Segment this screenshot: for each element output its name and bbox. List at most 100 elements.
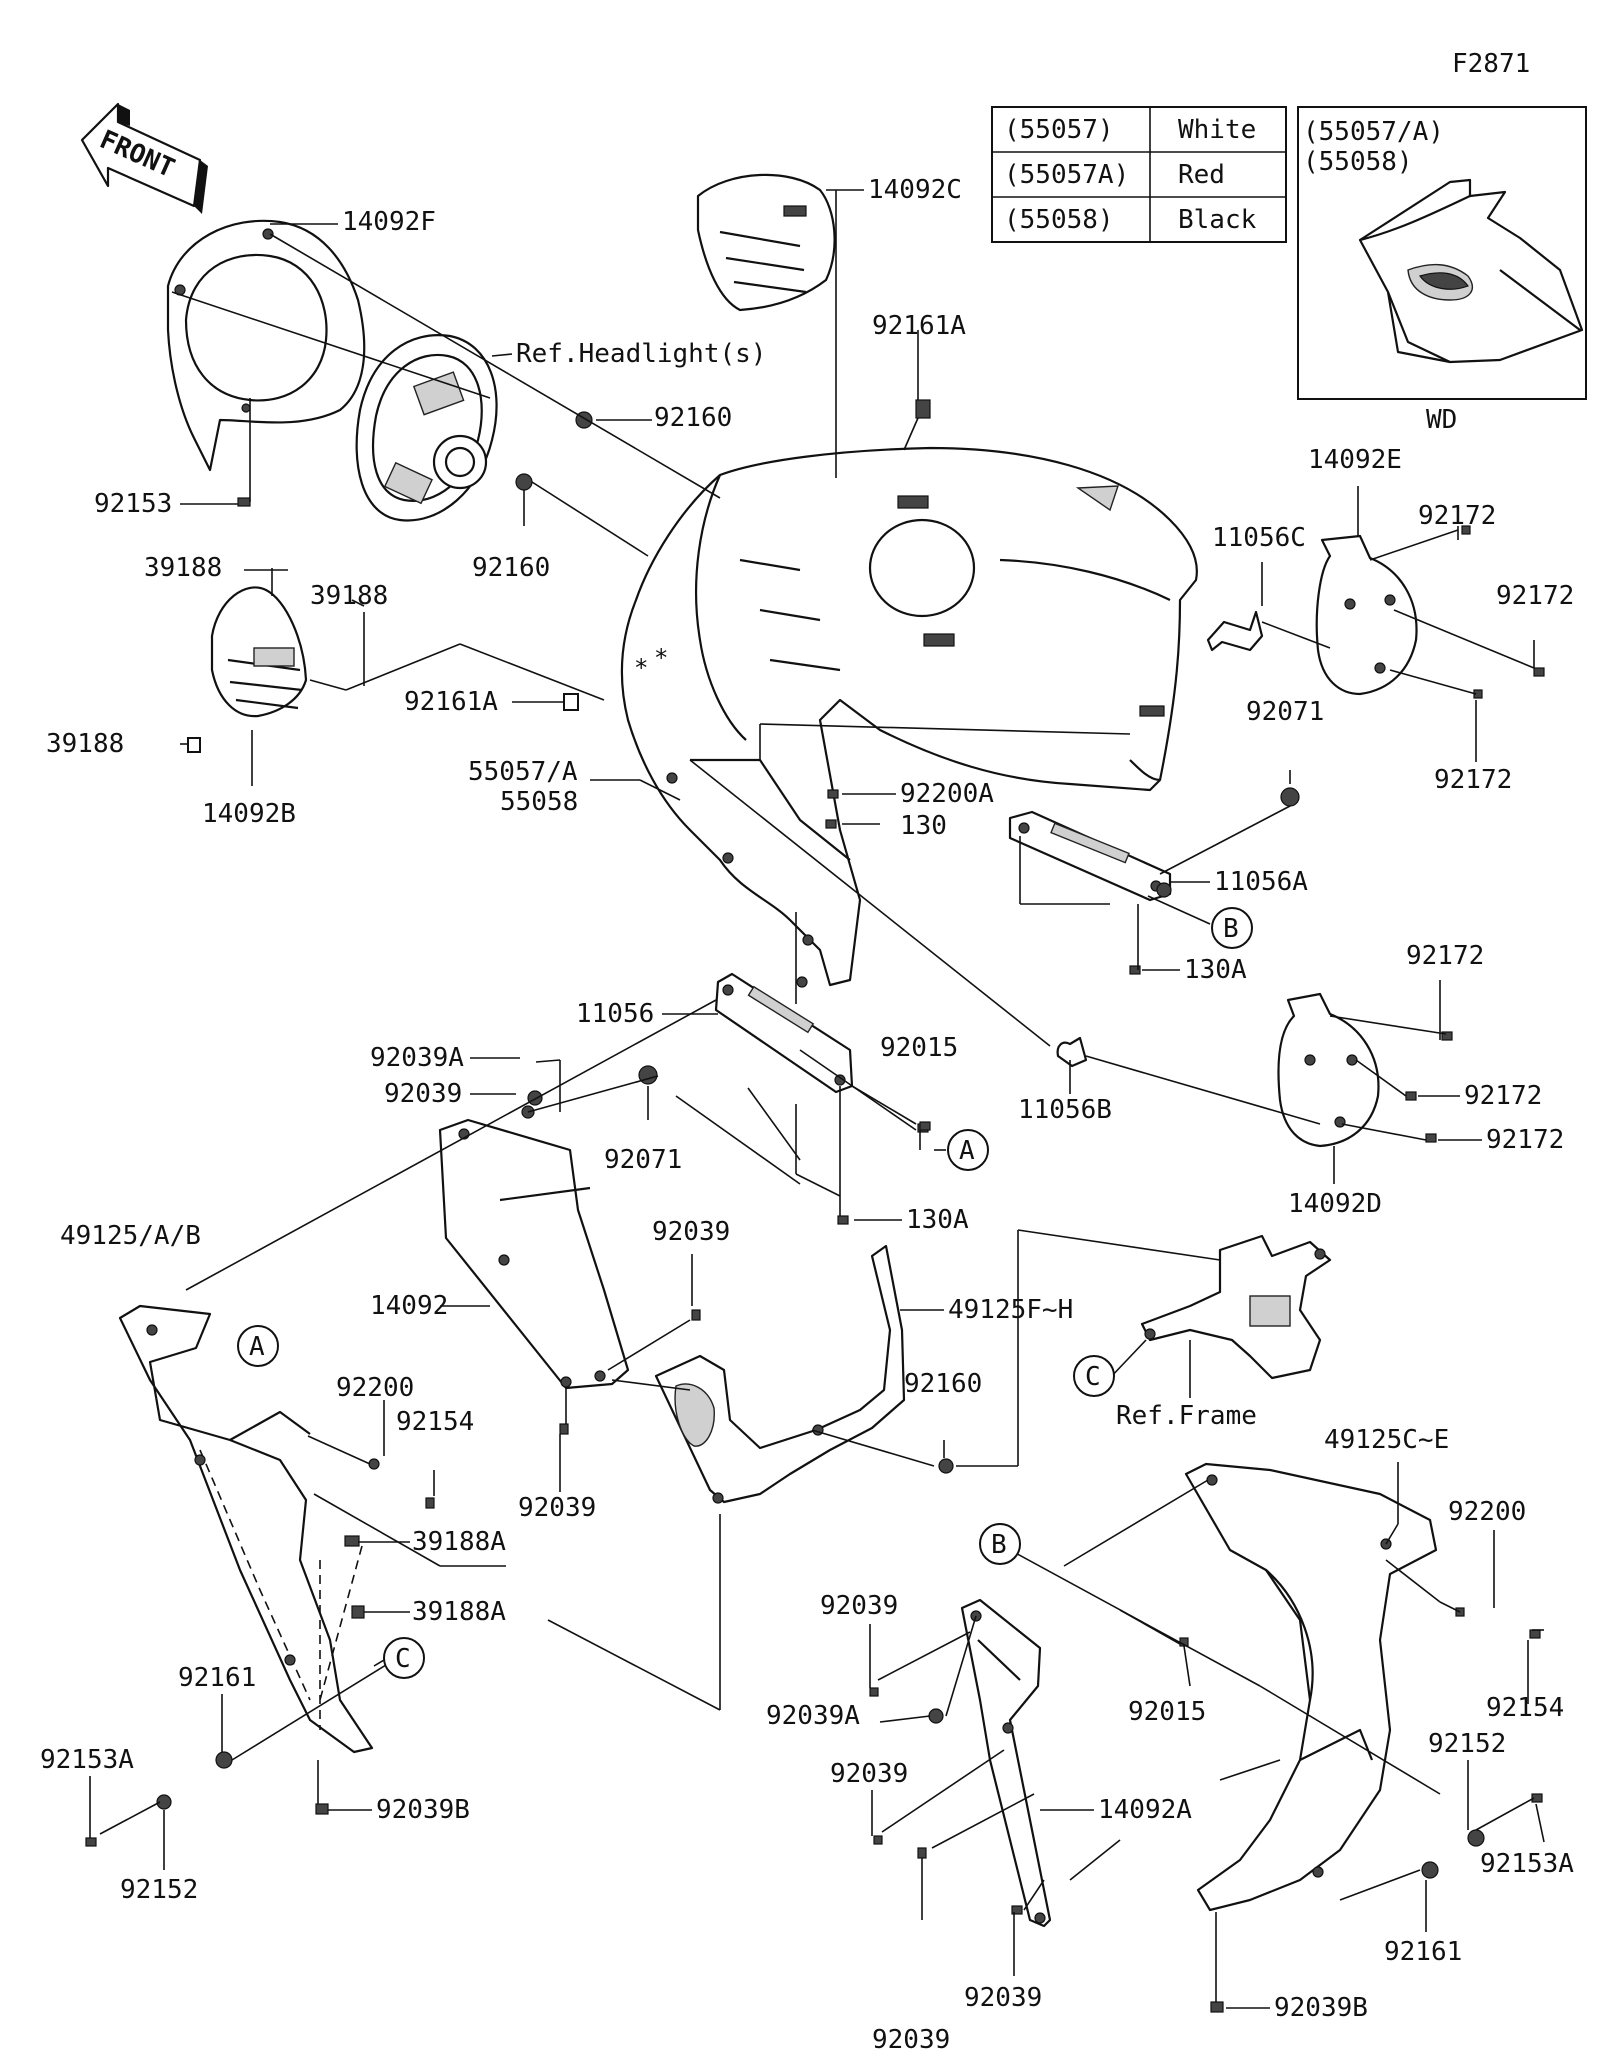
callout-14092E: 14092E: [1308, 445, 1402, 475]
part-11056A-illustration: [1008, 810, 1172, 902]
callout-92172-a: 92172: [1418, 501, 1496, 531]
svg-text:*: *: [654, 644, 668, 672]
callout-55057A: 55057/A: [468, 757, 578, 787]
part-14092-illustration: [438, 1118, 630, 1390]
callout-92039A-b: 92039A: [766, 1701, 860, 1731]
variant-code-2: (55058): [1303, 147, 1413, 177]
part-14092B-illustration: [210, 586, 308, 718]
svg-text:C: C: [1085, 1362, 1101, 1392]
callout-92153A-a: 92153A: [40, 1745, 134, 1775]
callout-14092A: 14092A: [1098, 1795, 1192, 1825]
callout-55058: 55058: [500, 787, 578, 817]
callout-92200A: 92200A: [900, 779, 994, 809]
variant-part-illustration: [1358, 178, 1584, 364]
part-14092E-illustration: [1315, 534, 1418, 696]
callout-92172-b: 92172: [1496, 581, 1574, 611]
part-49125AB-illustration: [118, 1304, 374, 1754]
leader-lines: [89, 189, 1545, 2009]
callout-14092B: 14092B: [202, 799, 296, 829]
callout-92154-b: 92154: [1486, 1693, 1564, 1723]
callout-39188-c: 39188: [46, 729, 124, 759]
svg-text:B: B: [991, 1530, 1007, 1560]
part-49125CE-illustration: [1184, 1462, 1438, 1912]
callout-92153A-b: 92153A: [1480, 1849, 1574, 1879]
callout-92160-b: 92160: [472, 553, 550, 583]
callout-39188-b: 39188: [310, 581, 388, 611]
part-14092A-illustration: [960, 1598, 1052, 1928]
callout-130A-b: 130A: [906, 1205, 969, 1235]
callout-92172-e: 92172: [1464, 1081, 1542, 1111]
ref-marker-c-right: C: [1073, 1355, 1115, 1397]
frame-bracket-illustration: [1140, 1234, 1332, 1380]
callout-49125FH: 49125F~H: [948, 1295, 1073, 1325]
callout-92039-e: 92039: [830, 1759, 908, 1789]
ref-marker-b-bottom: B: [979, 1523, 1021, 1565]
callout-92039-g: 92039: [872, 2025, 950, 2055]
callout-92039-d: 92039: [820, 1591, 898, 1621]
callout-92172-f: 92172: [1486, 1125, 1564, 1155]
part-11056C-illustration: [1206, 610, 1264, 652]
callout-130A-a: 130A: [1184, 955, 1247, 985]
part-14092F-illustration: [166, 219, 366, 472]
callout-92039B-b: 92039B: [1274, 1993, 1368, 2023]
part-55057-fairing-illustration: * *: [620, 446, 1198, 987]
variant-box: (55057/A) (55058) WD: [1297, 106, 1587, 435]
callout-92039A-a: 92039A: [370, 1043, 464, 1073]
callout-92160-c: 92160: [904, 1369, 982, 1399]
callout-49125AB: 49125/A/B: [60, 1221, 201, 1251]
svg-text:*: *: [634, 654, 648, 682]
callout-39188-a: 39188: [144, 553, 222, 583]
callout-92039B-a: 92039B: [376, 1795, 470, 1825]
callout-39188A-a: 39188A: [412, 1527, 506, 1557]
callout-92160-a: 92160: [654, 403, 732, 433]
callout-92039-c: 92039: [518, 1493, 596, 1523]
callout-92039-b: 92039: [652, 1217, 730, 1247]
variant-caption: WD: [1426, 405, 1457, 435]
callout-11056C: 11056C: [1212, 523, 1306, 553]
callout-92015-a: 92015: [880, 1033, 958, 1063]
callout-92154-a: 92154: [396, 1407, 474, 1437]
callout-92161A-top: 92161A: [872, 311, 966, 341]
svg-text:B: B: [1223, 914, 1239, 944]
ref-marker-a-left: A: [237, 1325, 279, 1367]
callout-92039-a: 92039: [384, 1079, 462, 1109]
callout-92172-d: 92172: [1406, 941, 1484, 971]
callout-11056A: 11056A: [1214, 867, 1308, 897]
callout-92153: 92153: [94, 489, 172, 519]
front-arrow-icon: FRONT: [80, 102, 208, 214]
callout-ref-headlight: Ref.Headlight(s): [516, 339, 766, 369]
ref-marker-c-left: C: [383, 1637, 425, 1679]
color-table: (55057) White (55057A) Red (55058) Black: [991, 106, 1287, 243]
callout-92172-c: 92172: [1434, 765, 1512, 795]
color-code-1: (55057): [1004, 115, 1114, 145]
callout-92152-b: 92152: [1428, 1729, 1506, 1759]
svg-text:A: A: [959, 1136, 975, 1166]
color-name-1: White: [1178, 115, 1256, 145]
ref-marker-b-top: B: [1211, 907, 1253, 949]
variant-code-1: (55057/A): [1303, 117, 1444, 147]
headlight-assembly-illustration: [355, 334, 498, 522]
callout-92200-a: 92200: [336, 1373, 414, 1403]
color-name-2: Red: [1178, 160, 1225, 190]
callout-labels: 14092F 14092C Ref.Headlight(s) 92161A 92…: [40, 175, 1574, 2055]
callout-14092D: 14092D: [1288, 1189, 1382, 1219]
callout-49125CE: 49125C~E: [1324, 1425, 1449, 1455]
color-code-2: (55057A): [1004, 160, 1129, 190]
callout-92071-top: 92071: [1246, 697, 1324, 727]
callout-130: 130: [900, 811, 947, 841]
callout-92039-f: 92039: [964, 1983, 1042, 2013]
callout-11056B: 11056B: [1018, 1095, 1112, 1125]
callout-ref-frame: Ref.Frame: [1116, 1401, 1257, 1431]
callout-92071-mid: 92071: [604, 1145, 682, 1175]
callout-92161A-mid: 92161A: [404, 687, 498, 717]
callout-14092C: 14092C: [868, 175, 962, 205]
part-11056-illustration: [714, 972, 854, 1094]
svg-text:C: C: [395, 1644, 411, 1674]
svg-text:A: A: [249, 1332, 265, 1362]
callout-39188A-b: 39188A: [412, 1597, 506, 1627]
part-14092C-illustration: [696, 173, 836, 312]
callout-11056: 11056: [576, 999, 654, 1029]
callout-14092F: 14092F: [342, 207, 436, 237]
callout-92152-a: 92152: [120, 1875, 198, 1905]
